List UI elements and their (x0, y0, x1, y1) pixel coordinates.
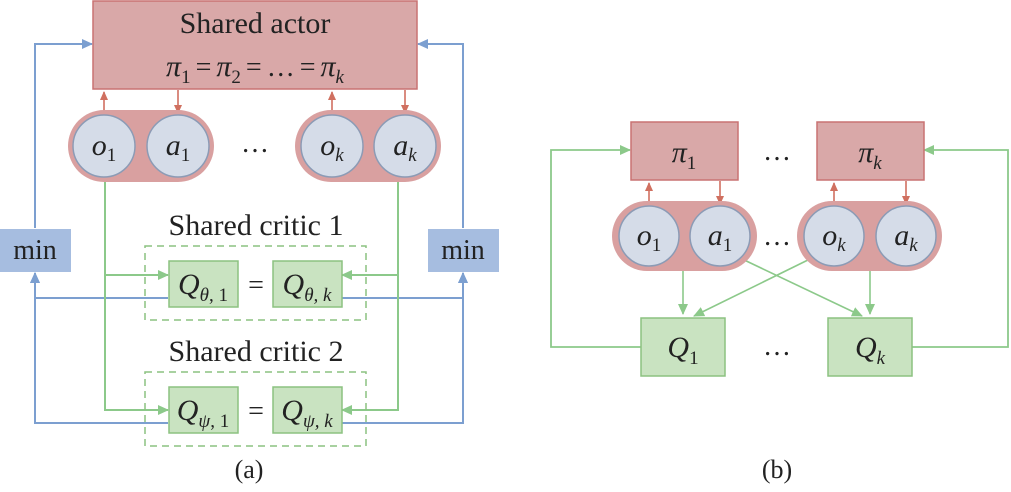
obs-label-o1: o1 (92, 129, 117, 166)
green-right-critic2 (341, 275, 399, 415)
arrow-agentk-to-q1 (693, 257, 813, 317)
shared-critic-1-title: Shared critic 1 (169, 209, 344, 242)
green-left-critic1 (104, 182, 169, 280)
green-agent-critic-b (678, 257, 875, 317)
critic-2-group-box (144, 371, 367, 447)
green-loop-left (550, 145, 641, 348)
green-loop-right (912, 145, 1009, 348)
blue-right-top-arrow (417, 39, 464, 228)
shared-critic-2-title: Shared critic 2 (169, 335, 344, 368)
caption-b: (b) (762, 455, 792, 484)
critic-1-equals: = (248, 270, 264, 301)
obs-label-ok-b: ok (822, 219, 846, 256)
critic-q1-box (640, 317, 726, 377)
pi-symbol: π (166, 50, 182, 83)
min-box-right (428, 229, 499, 272)
critic-2-q-psi-k-box (272, 386, 343, 434)
critic-2-q-psi-1-label: Qψ, 1 (177, 394, 229, 432)
blue-critic2-right (340, 272, 468, 424)
agents-ellipsis-a: … (241, 128, 269, 159)
obs-circle-o1 (72, 114, 136, 178)
policy-k-box (816, 121, 925, 181)
policy-1-label: π1 (672, 136, 697, 174)
blue-critic1-left (30, 272, 168, 299)
act-circle-a1 (146, 114, 210, 178)
panel-a: Shared actor π1=π2=…=πk o1 a1 … ok ak (0, 0, 499, 484)
critic-1-q-theta-1-box (168, 260, 239, 308)
obs-circle-ok-b (803, 205, 865, 267)
policy-1-box (630, 121, 739, 181)
blue-critic2-left (30, 272, 168, 424)
critic-q1-label: Q1 (667, 331, 698, 369)
panel-b: π1 … πk o1 a1 … ok ak Q1 … Qk (b) (550, 121, 1009, 484)
critic-ellipsis: … (763, 331, 791, 362)
shared-actor-box (92, 0, 418, 90)
agents-ellipsis-b: … (763, 221, 791, 252)
act-circle-a1-b (689, 205, 751, 267)
green-connectors-a (104, 182, 399, 415)
green-left-critic2 (104, 275, 169, 415)
act-circle-ak (373, 114, 437, 178)
policy-ellipsis: … (763, 136, 791, 167)
obs-label-ok: ok (320, 129, 344, 166)
act-circle-ak-b (875, 205, 937, 267)
critic-qk-box (827, 317, 913, 377)
blue-connectors-a (30, 39, 468, 424)
min-label-right: min (441, 235, 485, 266)
blue-left-top-arrow (34, 39, 93, 228)
agent-1-pill: o1 a1 (68, 110, 214, 182)
obs-circle-o1-b (618, 205, 680, 267)
green-right-critic1 (341, 182, 399, 280)
critic-1-group-box (144, 245, 367, 321)
green-outer-loops-b (550, 145, 1009, 348)
min-box-left (0, 229, 71, 272)
blue-critic1-right (340, 272, 468, 299)
agent-1-pill-b: o1 a1 (612, 201, 757, 271)
act-label-a1-b: a1 (708, 219, 733, 256)
critic-1-q-theta-k-label: Qθ, k (283, 268, 333, 306)
critic-2-q-psi-1-box (168, 386, 239, 434)
act-label-ak: ak (393, 129, 417, 166)
critic-2-q-psi-k-label: Qψ, k (281, 394, 333, 432)
agent-k-pill: ok ak (295, 110, 441, 182)
critic-1-q-theta-k-box (272, 260, 343, 308)
obs-label-o1-b: o1 (637, 219, 662, 256)
caption-a: (a) (235, 455, 264, 484)
act-label-ak-b: ak (894, 219, 918, 256)
act-label-a1: a1 (166, 129, 191, 166)
critic-2-equals: = (248, 396, 264, 427)
min-label-left: min (13, 235, 57, 266)
shared-actor-equation: π1=π2=…=πk (166, 50, 344, 88)
shared-actor-title: Shared actor (180, 7, 331, 40)
arrow-agent1-to-qk (739, 257, 863, 317)
critic-1-q-theta-1-label: Qθ, 1 (178, 268, 228, 306)
agent-k-pill-b: ok ak (797, 201, 942, 271)
obs-circle-ok (300, 114, 364, 178)
policy-k-label: πk (858, 136, 882, 174)
critic-qk-label: Qk (855, 331, 886, 369)
